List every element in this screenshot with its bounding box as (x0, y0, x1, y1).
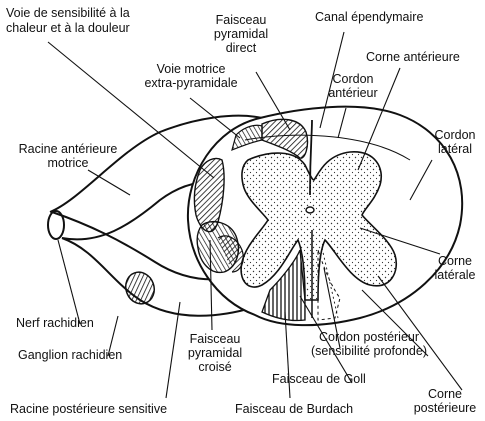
label-corne-posterieure-2: postérieure (408, 401, 482, 415)
label-nerf-rachidien: Nerf rachidien (16, 316, 94, 330)
label-cordon-posterieur-2: (sensibilité profonde) (294, 344, 444, 358)
label-cordon-lateral-2: latéral (428, 142, 482, 156)
label-racine-anterieure-2: motrice (6, 156, 130, 170)
label-corne-anterieure: Corne antérieure (366, 50, 460, 64)
label-voie-sensibilite-1: Voie de sensibilité à la (6, 6, 130, 20)
label-corne-laterale-2: latérale (428, 268, 482, 282)
label-voie-motrice-1: Voie motrice (128, 62, 254, 76)
label-cordon-lateral-1: Cordon (428, 128, 482, 142)
label-ganglion-rachidien: Ganglion rachidien (18, 348, 122, 362)
label-faisceau-pyr-direct-1: Faisceau (208, 13, 274, 27)
label-faisceau-de-burdach: Faisceau de Burdach (235, 402, 353, 416)
label-corne-posterieure-1: Corne (408, 387, 482, 401)
label-voie-sensibilite-2: chaleur et à la douleur (6, 21, 130, 35)
label-faisceau-de-goll: Faisceau de Goll (272, 372, 366, 386)
label-racine-posterieure: Racine postérieure sensitive (10, 402, 167, 416)
label-faisceau-pyr-direct-2: pyramidal (208, 27, 274, 41)
ganglion-rachidien (121, 268, 158, 308)
label-cordon-anterieur-1: Cordon (320, 72, 386, 86)
grey-matter (241, 152, 396, 300)
canal-ependymaire (306, 207, 314, 213)
label-corne-laterale-1: Corne (428, 254, 482, 268)
label-cordon-anterieur-2: antérieur (320, 86, 386, 100)
label-faisceau-pyr-croise-1: Faisceau (180, 332, 250, 346)
label-voie-motrice-2: extra-pyramidale (128, 76, 254, 90)
label-faisceau-pyr-croise-2: pyramidal (180, 346, 250, 360)
label-faisceau-pyr-croise-3: croisé (180, 360, 250, 374)
label-faisceau-pyr-direct-3: direct (208, 41, 274, 55)
label-racine-anterieure-1: Racine antérieure (6, 142, 130, 156)
label-cordon-posterieur-1: Cordon postérieur (294, 330, 444, 344)
label-canal-ependymaire: Canal épendymaire (315, 10, 423, 24)
